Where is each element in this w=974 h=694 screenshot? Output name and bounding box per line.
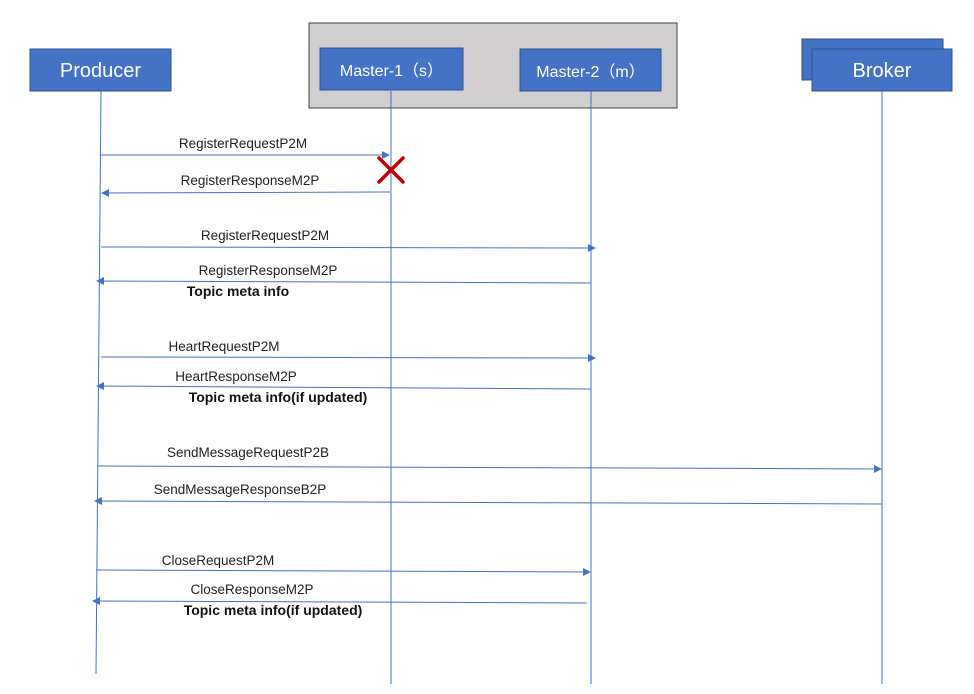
message-arrow-5 bbox=[100, 353, 596, 362]
master1-label: Master-1（s） bbox=[340, 62, 443, 80]
message-label-8: SendMessageResponseB2P bbox=[154, 482, 327, 497]
message-note-10: Topic meta info(if updated) bbox=[184, 602, 363, 618]
message-arrow-6 bbox=[96, 382, 592, 391]
message-arrow-8 bbox=[94, 497, 883, 506]
message-label-10: CloseResponseM2P bbox=[190, 582, 313, 597]
master1-box: Master-1（s） bbox=[319, 47, 464, 91]
master2-box: Master-2（m） bbox=[519, 48, 662, 92]
cross-icon bbox=[377, 156, 405, 184]
master2-label: Master-2（m） bbox=[536, 63, 644, 81]
message-arrow-3 bbox=[100, 243, 596, 252]
message-label-3: RegisterRequestP2M bbox=[201, 228, 329, 243]
producer-label: Producer bbox=[60, 60, 141, 82]
message-note-6: Topic meta info(if updated) bbox=[189, 389, 368, 405]
message-arrow-4 bbox=[96, 277, 592, 286]
message-label-2: RegisterResponseM2P bbox=[181, 173, 320, 188]
message-label-9: CloseRequestP2M bbox=[162, 553, 275, 568]
broker-label: Broker bbox=[853, 60, 912, 82]
message-label-1: RegisterRequestP2M bbox=[179, 136, 307, 151]
message-label-6: HeartResponseM2P bbox=[175, 369, 297, 384]
message-arrow-9 bbox=[95, 567, 591, 576]
producer-lifeline bbox=[95, 90, 102, 675]
message-arrow-10 bbox=[92, 597, 588, 606]
message-note-4: Topic meta info bbox=[187, 283, 289, 299]
message-arrow-2 bbox=[101, 188, 391, 197]
message-label-7: SendMessageRequestP2B bbox=[167, 445, 329, 460]
producer-box: Producer bbox=[29, 48, 172, 92]
broker-box: Broker bbox=[801, 38, 953, 92]
message-label-5: HeartRequestP2M bbox=[168, 339, 279, 354]
message-arrow-7 bbox=[97, 464, 882, 473]
message-label-4: RegisterResponseM2P bbox=[199, 263, 338, 278]
